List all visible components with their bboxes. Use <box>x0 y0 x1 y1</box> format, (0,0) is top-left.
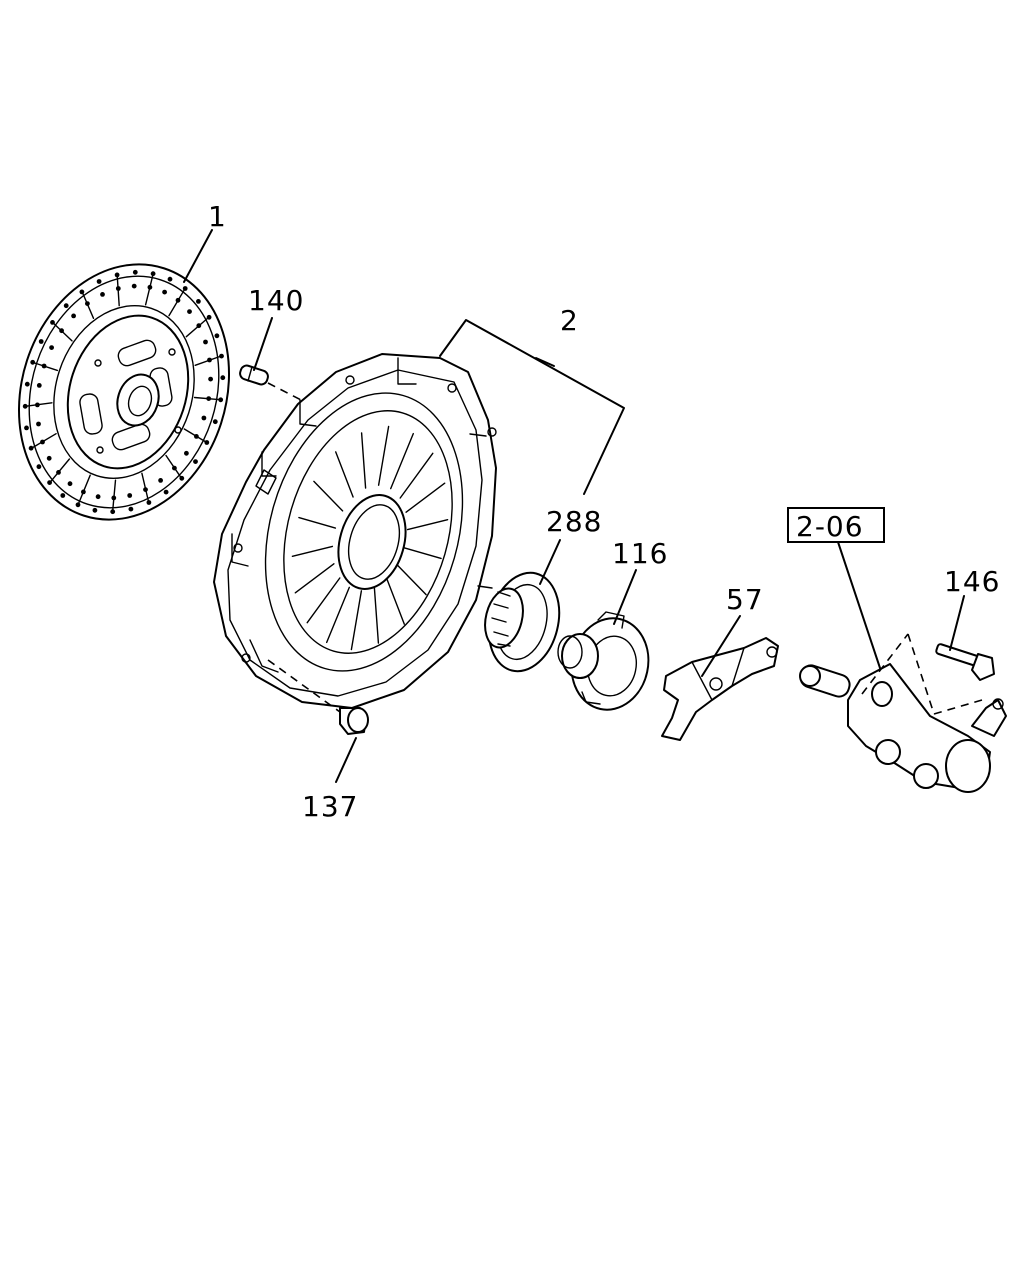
callout-288[interactable]: 288 <box>546 505 602 538</box>
callout-57[interactable]: 57 <box>726 583 764 616</box>
pilot-dowel-pin[interactable] <box>239 364 306 403</box>
callout-1[interactable]: 1 <box>208 200 227 233</box>
release-fork[interactable] <box>661 637 779 741</box>
clutch-slave-cylinder[interactable] <box>798 633 1007 793</box>
pressure-plate-cover[interactable] <box>213 353 497 709</box>
slave-cylinder-bolt[interactable] <box>935 643 995 681</box>
callout-leaders <box>183 229 965 783</box>
callout-116[interactable]: 116 <box>612 537 668 570</box>
callout-140[interactable]: 140 <box>248 284 304 317</box>
release-bearing[interactable] <box>557 611 657 717</box>
clutch-disc[interactable] <box>0 237 261 547</box>
callout-2-06[interactable]: 2-06 <box>796 510 864 543</box>
cover-bolt[interactable] <box>267 659 369 735</box>
callout-137[interactable]: 137 <box>302 790 358 823</box>
friction-lining-rivets <box>22 269 226 515</box>
reference-box[interactable] <box>787 507 885 543</box>
callout-2[interactable]: 2 <box>560 304 579 337</box>
pilot-needle-bearing[interactable] <box>479 565 569 678</box>
diaphragm-spring-fingers <box>291 425 449 651</box>
callout-146[interactable]: 146 <box>944 565 1000 598</box>
